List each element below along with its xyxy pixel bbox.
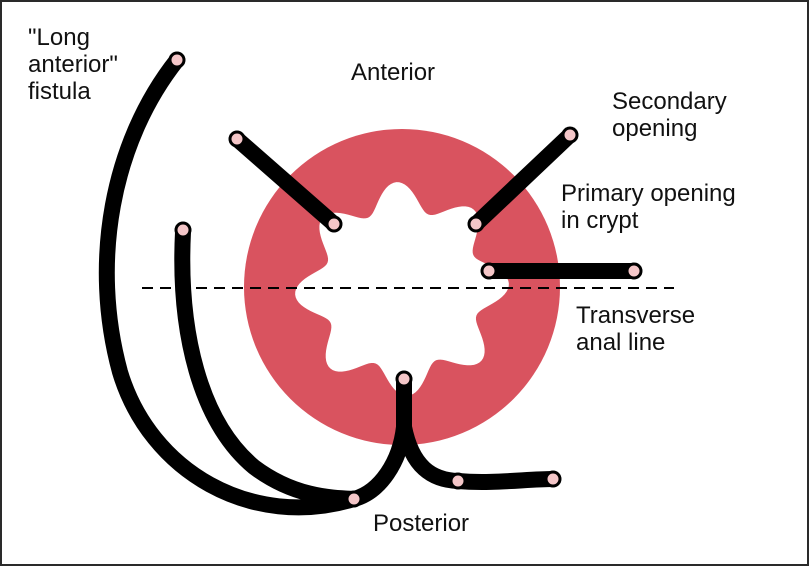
anterior-right-tract <box>468 127 578 232</box>
transverse-anal-line-label: Transverse anal line <box>576 302 695 356</box>
anterior-left-internal-opening <box>325 215 343 233</box>
secondary-opening-label: Secondary opening <box>612 88 727 142</box>
posterior-right-midway-opening <box>449 472 467 490</box>
posterior-label: Posterior <box>373 510 469 537</box>
posterolateral-fistula-tract <box>174 224 362 507</box>
posterior-external-opening <box>345 490 363 508</box>
posterolateral-external-opening <box>174 221 192 239</box>
long-anterior-label-line-2: anterior" <box>28 51 118 78</box>
primary-opening-label-line-1: Primary opening <box>561 180 736 207</box>
primary-opening-crypt-dot <box>467 215 485 233</box>
long-anterior-fistula-label: "Long anterior" fistula <box>28 24 118 105</box>
anterior-label-text: Anterior <box>351 59 436 86</box>
transverse-label-line-2: anal line <box>576 329 666 356</box>
lateral-internal-opening <box>480 262 498 280</box>
posterior-internal-opening <box>395 370 413 388</box>
transverse-label-line-1: Transverse <box>576 302 696 329</box>
long-fistula-external-opening <box>168 51 186 69</box>
primary-opening-label-line-2: in crypt <box>561 207 639 234</box>
posterior-right-external-opening <box>544 470 562 488</box>
lateral-external-opening <box>625 262 643 280</box>
primary-opening-label: Primary opening in crypt <box>561 180 736 234</box>
anterior-left-tract <box>229 131 342 232</box>
long-anterior-label-line-3: fistula <box>28 78 91 105</box>
secondary-opening-label-line-1: Secondary <box>612 88 727 115</box>
secondary-opening-label-line-2: opening <box>612 115 698 142</box>
anterior-left-external-opening <box>228 130 246 148</box>
anterior-label: Anterior <box>351 59 435 86</box>
long-anterior-label-line-1: "Long <box>28 24 90 51</box>
secondary-opening-dot <box>561 126 579 144</box>
posterior-label-text: Posterior <box>373 510 470 537</box>
long-anterior-fistula-tract <box>98 52 362 516</box>
